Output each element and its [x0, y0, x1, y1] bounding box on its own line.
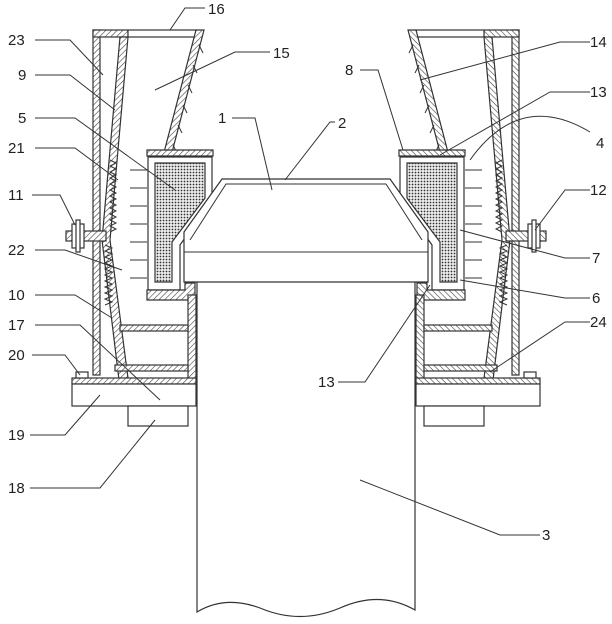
label-5: 5 [18, 110, 26, 127]
label-18: 18 [8, 480, 25, 497]
label-9: 9 [18, 67, 26, 84]
label-16: 16 [208, 1, 225, 18]
label-13-bottom: 13 [318, 374, 335, 391]
label-7: 7 [592, 250, 600, 267]
label-14: 14 [590, 34, 607, 51]
label-24: 24 [590, 314, 607, 331]
label-2: 2 [338, 115, 346, 132]
label-4: 4 [596, 135, 604, 152]
label-3: 3 [542, 527, 550, 544]
label-8: 8 [345, 62, 353, 79]
label-17: 17 [8, 317, 25, 334]
label-22: 22 [8, 242, 25, 259]
label-1: 1 [218, 110, 226, 127]
label-23: 23 [8, 32, 25, 49]
label-6: 6 [592, 290, 600, 307]
label-12: 12 [590, 182, 607, 199]
body [184, 179, 428, 282]
label-15: 15 [273, 45, 290, 62]
pipe [197, 280, 415, 617]
label-13-top: 13 [590, 84, 607, 101]
label-21: 21 [8, 140, 25, 157]
label-11: 11 [8, 187, 24, 204]
label-10: 10 [8, 287, 25, 304]
label-20: 20 [8, 347, 25, 364]
label-19: 19 [8, 427, 25, 444]
